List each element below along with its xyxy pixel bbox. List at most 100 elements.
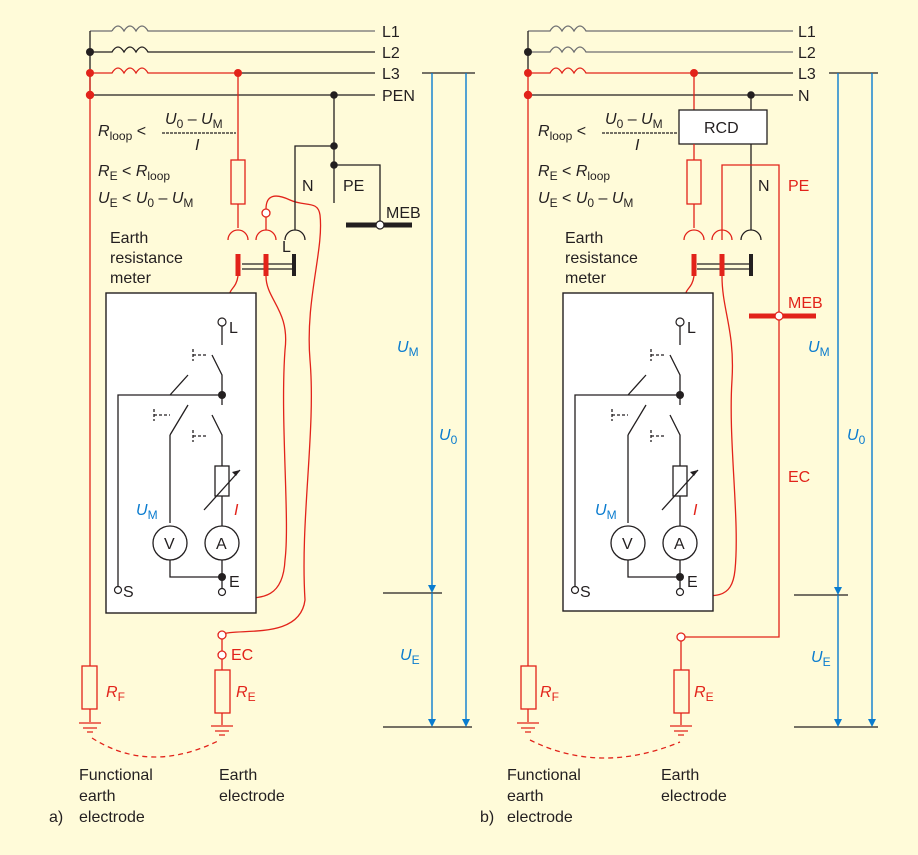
ground-icon <box>670 713 692 736</box>
label-plug-l: L <box>282 239 291 256</box>
formula-numerator: U0 – UM <box>165 111 223 131</box>
ammeter-label: A <box>674 536 685 553</box>
ammeter-label: A <box>216 536 227 553</box>
earth-resistance-meter-a: L V A E S UM I <box>105 292 257 614</box>
rcd-box <box>678 109 768 145</box>
label-ue: UE <box>400 647 420 667</box>
resistor-rf <box>520 665 537 710</box>
socket-contact-n <box>740 229 762 241</box>
socket-contact-l <box>227 229 249 241</box>
formula-re: RE < Rloop <box>538 163 610 183</box>
label-meb: MEB <box>788 295 823 312</box>
rcd-label: RCD <box>704 120 739 137</box>
supply-lines-a: L1 L2 L3 PEN <box>85 24 415 105</box>
fuse-icon <box>230 159 246 205</box>
caption-functional-1: Functional <box>79 767 153 784</box>
arrow-head <box>428 719 436 727</box>
variable-arrow <box>203 469 241 511</box>
meter-title-line1: Earth <box>110 230 148 247</box>
ground-icon <box>211 713 233 736</box>
variable-resistor <box>214 465 230 497</box>
meter-title-line1: Earth <box>565 230 603 247</box>
label-ec: EC <box>788 469 810 486</box>
label-rf: RF <box>106 684 125 704</box>
line-l1 <box>111 25 375 33</box>
caption-functional-1: Functional <box>507 767 581 784</box>
terminal-s <box>570 585 580 595</box>
node <box>676 573 684 581</box>
caption-earth-2: electrode <box>219 788 285 805</box>
panel-label-a: a) <box>49 809 63 826</box>
line-l2 <box>90 46 375 54</box>
label-terminal-l: L <box>229 320 238 337</box>
label-um-meter: UM <box>595 502 617 522</box>
switch-actuators <box>611 349 665 442</box>
arrow-head <box>868 719 876 727</box>
label-l1: L1 <box>382 24 400 41</box>
label-rf: RF <box>540 684 559 704</box>
resistor-re <box>673 669 690 714</box>
earth-coupling-dashed <box>529 739 681 759</box>
node <box>524 69 532 77</box>
meter-wiring <box>574 326 681 586</box>
meter-box <box>105 292 257 614</box>
socket-contact-pe <box>711 229 733 241</box>
terminal-l <box>217 317 227 327</box>
socket-contact-n <box>284 145 334 241</box>
voltage-arrows-b: UM U0 UE <box>794 72 878 728</box>
formula-denominator: I <box>195 137 200 154</box>
label-terminal-e: E <box>229 574 240 591</box>
label-current-i: I <box>234 502 239 519</box>
terminal-s <box>113 585 123 595</box>
label-terminal-l: L <box>687 320 696 337</box>
label-terminal-s: S <box>580 584 591 601</box>
panel-label-b: b) <box>480 809 494 826</box>
line-l1 <box>528 25 793 33</box>
meter-title-line2: resistance <box>110 250 183 267</box>
meter-box <box>562 292 714 612</box>
ground-icon <box>79 709 101 733</box>
formula-denominator: I <box>635 137 640 154</box>
terminal <box>774 311 784 321</box>
arrow-head <box>834 719 842 727</box>
meter-e-lead <box>239 275 288 599</box>
node <box>330 142 338 150</box>
voltmeter-label: V <box>622 536 633 553</box>
label-current-i: I <box>693 502 698 519</box>
line-l2 <box>528 46 793 54</box>
line-l3-red <box>528 67 694 75</box>
formula-ue: UE < U0 – UM <box>98 190 193 210</box>
panel-b: L1 L2 L3 N RF Rloop < U0 – UM I RE < Rlo… <box>480 24 878 826</box>
node <box>218 391 226 399</box>
label-n: N <box>758 178 770 195</box>
meter-title-line3: meter <box>565 270 607 287</box>
caption-functional-3: electrode <box>507 809 573 826</box>
terminal <box>217 650 227 660</box>
caption-functional-2: earth <box>79 788 115 805</box>
variable-resistor <box>672 465 688 497</box>
formula-rloop: Rloop < <box>98 123 146 143</box>
caption-functional-2: earth <box>507 788 543 805</box>
label-l2: L2 <box>382 45 400 62</box>
label-pen: PEN <box>382 88 415 105</box>
meter-title-line3: meter <box>110 270 152 287</box>
resistor-rf <box>81 665 98 710</box>
terminal-e <box>675 587 685 597</box>
label-um: UM <box>808 339 830 359</box>
formulas-a: Rloop < U0 – UM I RE < Rloop UE < U0 – U… <box>98 111 236 210</box>
node <box>86 69 94 77</box>
terminal <box>676 632 686 642</box>
fuse-icon <box>686 159 702 205</box>
node <box>676 391 684 399</box>
label-u0: U0 <box>847 427 866 447</box>
label-l1: L1 <box>798 24 816 41</box>
resistor-re <box>214 669 231 714</box>
terminal <box>375 220 385 230</box>
node <box>86 48 94 56</box>
socket-contact-l <box>683 229 705 241</box>
label-ue: UE <box>811 649 831 669</box>
label-ec: EC <box>231 647 253 664</box>
label-meb: MEB <box>386 205 421 222</box>
label-l3: L3 <box>382 66 400 83</box>
